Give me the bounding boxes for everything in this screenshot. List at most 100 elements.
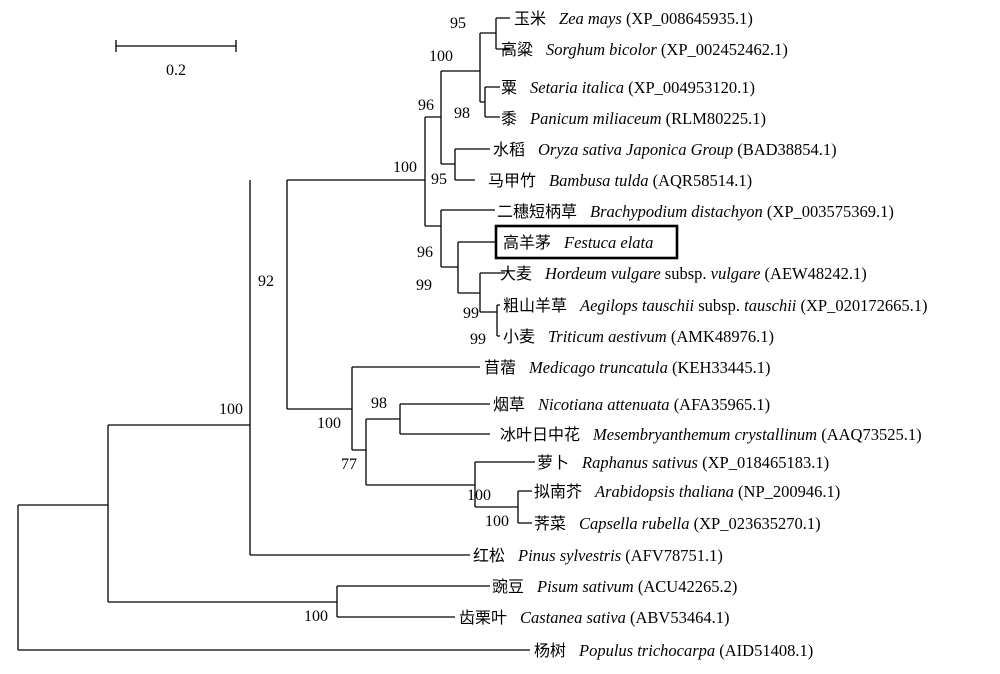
bootstrap-value: 99 (470, 331, 486, 348)
taxon-chinese-name: 高粱 (501, 40, 533, 59)
taxon-chinese-name: 粗山羊草 (503, 296, 567, 315)
taxon-species-name: Triticum aestivum (548, 327, 667, 346)
taxon-species-name: Aegilops tauschii (579, 296, 695, 315)
bootstrap-value: 100 (393, 159, 417, 176)
taxon-accession: (ABV53464.1) (626, 608, 730, 627)
taxon-species-name: Oryza sativa Japonica Group (538, 140, 733, 159)
bootstrap-value: 98 (454, 105, 470, 122)
taxon-chinese-name: 小麦 (503, 327, 535, 346)
taxon-species-name: vulgare (711, 264, 761, 283)
bootstrap-value: 95 (431, 171, 447, 188)
bootstrap-values: 95 100 98 96 95 100 96 99 99 99 92 100 98 100 77 100 100… (219, 15, 509, 625)
bootstrap-value: 99 (416, 277, 432, 294)
taxon-species-name: Festuca elata (563, 233, 653, 252)
taxon-species-name: Populus trichocarpa (578, 641, 715, 660)
taxon-accession: (XP_008645935.1) (622, 9, 753, 28)
bootstrap-value: 100 (219, 401, 243, 418)
taxon-accession: subsp. (694, 296, 744, 315)
bootstrap-value: 96 (418, 97, 434, 114)
taxon-species-name: tauschii (744, 296, 797, 315)
taxon-species-name: Hordeum vulgare (544, 264, 661, 283)
taxon-accession: (AMK48976.1) (667, 327, 774, 346)
taxon-species-name: Medicago truncatula (528, 358, 668, 377)
taxon-label: 萝卜 Raphanus sativus (XP_018465183.1) (537, 453, 829, 472)
taxon-chinese-name: 黍 (501, 109, 517, 128)
taxon-chinese-name: 拟南芥 (534, 482, 582, 501)
scale-bar-label: 0.2 (166, 62, 186, 79)
taxon-label: 二穗短柄草 Brachypodium distachyon (XP_0035753… (497, 202, 894, 221)
taxon-species-name: Pisum sativum (536, 577, 634, 596)
taxon-label: 冰叶日中花 Mesembryanthemum crystallinum (AAQ7… (500, 425, 922, 444)
taxon-species-name: Setaria italica (530, 78, 624, 97)
taxon-accession: subsp. (661, 264, 711, 283)
taxon-label: 小麦 Triticum aestivum (AMK48976.1) (503, 327, 774, 346)
taxon-accession: (KEH33445.1) (668, 358, 771, 377)
taxon-accession: (AQR58514.1) (648, 171, 752, 190)
taxon-species-name: Castanea sativa (520, 608, 626, 627)
taxon-species-name: Panicum miliaceum (529, 109, 662, 128)
taxon-accession: (AFV78751.1) (621, 546, 723, 565)
bootstrap-value: 95 (450, 15, 466, 32)
taxon-accession: (NP_200946.1) (734, 482, 840, 501)
taxon-chinese-name: 荠菜 (534, 514, 566, 533)
taxon-chinese-name: 豌豆 (492, 577, 524, 596)
taxon-label: 拟南芥 Arabidopsis thaliana (NP_200946.1) (534, 482, 840, 501)
taxon-species-name: Pinus sylvestris (517, 546, 621, 565)
bootstrap-value: 100 (485, 513, 509, 530)
taxon-chinese-name: 玉米 (514, 9, 546, 28)
taxon-label: 大麦 Hordeum vulgare subsp. vulgare (AEW482… (500, 264, 867, 283)
taxon-chinese-name: 萝卜 (537, 453, 569, 472)
taxon-species-name: Raphanus sativus (581, 453, 698, 472)
taxon-species-name: Mesembryanthemum crystallinum (592, 425, 817, 444)
taxon-chinese-name: 冰叶日中花 (500, 425, 580, 444)
taxon-chinese-name: 马甲竹 (488, 171, 536, 190)
bootstrap-value: 99 (463, 305, 479, 322)
bootstrap-value: 96 (417, 244, 433, 261)
taxon-species-name: Arabidopsis thaliana (594, 482, 734, 501)
taxon-chinese-name: 高羊茅 (503, 233, 551, 252)
taxon-species-name: Bambusa tulda (549, 171, 648, 190)
scale-bar-line (115, 40, 237, 52)
taxon-accession: (XP_018465183.1) (698, 453, 829, 472)
tree-branches (17, 17, 535, 651)
taxon-label: 红松 Pinus sylvestris (AFV78751.1) (473, 546, 723, 565)
bootstrap-value: 100 (317, 415, 341, 432)
bootstrap-value: 98 (371, 395, 387, 412)
bootstrap-value: 100 (429, 48, 453, 65)
taxon-accession: (XP_002452462.1) (657, 40, 788, 59)
taxon-chinese-name: 大麦 (500, 264, 532, 283)
scale-bar: 0.2 (115, 40, 237, 79)
taxon-accession: (AFA35965.1) (670, 395, 771, 414)
taxon-accession: (AAQ73525.1) (817, 425, 922, 444)
taxon-label: 粗山羊草 Aegilops tauschii subsp. tauschii (X… (503, 296, 927, 315)
taxon-chinese-name: 杨树 (534, 641, 566, 660)
taxon-accession: (XP_020172665.1) (796, 296, 927, 315)
taxon-label: 黍 Panicum miliaceum (RLM80225.1) (501, 109, 766, 128)
taxon-chinese-name: 红松 (473, 546, 505, 565)
taxon-species-name: Nicotiana attenuata (537, 395, 670, 414)
taxon-chinese-name: 二穗短柄草 (497, 202, 577, 221)
bootstrap-value: 77 (341, 456, 357, 473)
taxon-species-name: Brachypodium distachyon (590, 202, 763, 221)
bootstrap-value: 92 (258, 273, 274, 290)
taxon-accession: (RLM80225.1) (662, 109, 767, 128)
bootstrap-value: 100 (467, 487, 491, 504)
taxon-label: 高羊茅 Festuca elata (503, 233, 653, 252)
taxon-accession: (ACU42265.2) (634, 577, 738, 596)
taxon-species-name: Capsella rubella (579, 514, 689, 533)
taxon-chinese-name: 水稻 (493, 140, 525, 159)
branch-lines (17, 17, 535, 651)
taxon-accession: (AEW48242.1) (760, 264, 866, 283)
taxon-accession: (XP_003575369.1) (763, 202, 894, 221)
bootstrap-value: 100 (304, 608, 328, 625)
